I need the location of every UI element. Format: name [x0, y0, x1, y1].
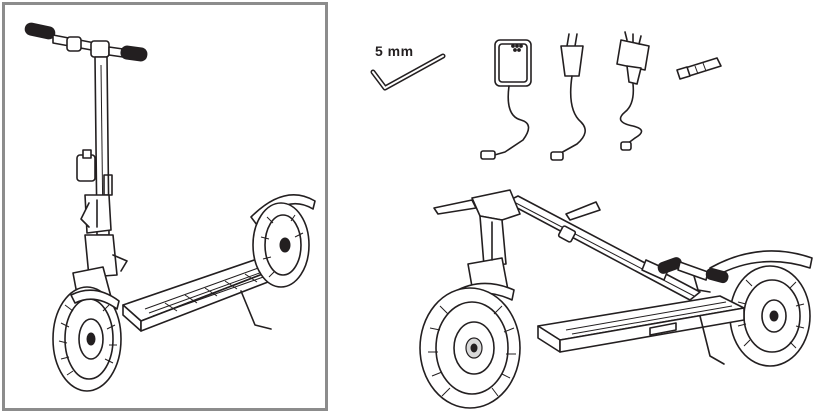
folded-deck [537, 295, 745, 353]
handlebar [24, 22, 148, 62]
folded-front-fork [467, 189, 521, 299]
folding-clamp [80, 194, 112, 234]
folded-handlebar [657, 257, 729, 293]
charger-adapter-icon [480, 39, 532, 160]
assembled-scooter-panel [2, 2, 328, 411]
front-wheel [52, 286, 122, 392]
eu-plug-cable-icon [550, 33, 586, 161]
accessories-illustration [370, 31, 722, 161]
folded-scooter-panel [410, 180, 835, 415]
folded-front-wheel [419, 287, 521, 409]
deck [122, 256, 282, 332]
kickstand [240, 290, 272, 330]
folded-scooter-illustration [419, 189, 813, 409]
accessories-row: 5 mm [345, 20, 835, 190]
adapter-pin-icon [676, 57, 722, 80]
folded-throttle [433, 199, 477, 215]
uk-plug-cable-icon [616, 31, 650, 151]
rear-wheel [250, 193, 316, 288]
folded-stem [505, 195, 701, 301]
allen-key-size-label: 5 mm [375, 43, 414, 59]
front-fender [70, 289, 120, 310]
assembled-scooter-illustration [24, 22, 316, 392]
folded-brake-lever [565, 201, 601, 221]
folded-rear-wheel [709, 250, 813, 367]
folded-kickstand [699, 315, 725, 365]
